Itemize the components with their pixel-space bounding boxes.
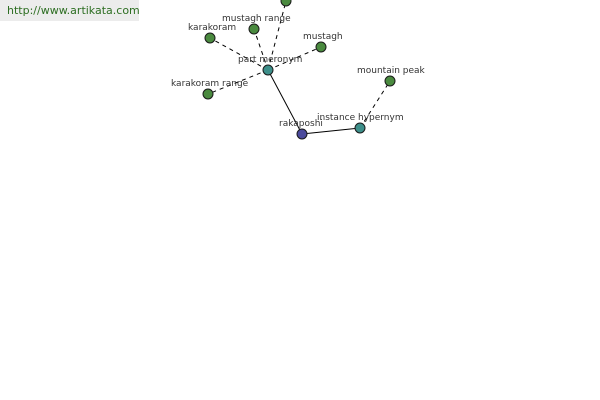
node-label-mountain-peak: mountain peak	[357, 66, 426, 76]
edge-part-meronym-to-karakoram-range	[207, 69, 269, 95]
node-label-mustagh-range: mustagh range	[222, 14, 291, 24]
node-label-karakoram: karakoram	[188, 23, 236, 33]
edge-part-meronym-to-offscreen-word	[267, 0, 287, 71]
node-mountain-peak[interactable]	[384, 75, 396, 87]
node-karakoram-range[interactable]	[202, 88, 214, 100]
nodes-layer	[202, 0, 396, 140]
labels-layer: rakaposhi part meronym instance hypernym ka…	[171, 14, 426, 129]
node-label-rakaposhi: rakaposhi	[279, 119, 323, 129]
site-url-link[interactable]: http://www.artikata.com	[0, 0, 140, 21]
edge-part-meronym-to-mustagh	[267, 46, 322, 71]
node-mustagh[interactable]	[315, 41, 327, 53]
edge-rakaposhi-to-part-meronym	[267, 69, 303, 135]
node-label-mustagh: mustagh	[303, 32, 343, 42]
node-karakoram[interactable]	[204, 32, 216, 44]
node-label-karakoram-range: karakoram range	[171, 79, 249, 89]
node-label-instance-hypernym: instance hypernym	[317, 113, 404, 123]
node-mustagh-range[interactable]	[248, 23, 260, 35]
node-instance-hypernym[interactable]	[354, 122, 366, 134]
node-part-meronym[interactable]	[262, 64, 274, 76]
edge-rakaposhi-to-instance-hypernym	[301, 127, 361, 135]
edge-instance-hypernym-to-mountain-peak	[359, 80, 391, 129]
edge-part-meronym-to-karakoram	[209, 37, 269, 71]
node-offscreen-word[interactable]	[280, 0, 292, 7]
edges-layer	[207, 0, 391, 135]
node-label-part-meronym: part meronym	[238, 55, 302, 65]
node-rakaposhi[interactable]	[296, 128, 308, 140]
